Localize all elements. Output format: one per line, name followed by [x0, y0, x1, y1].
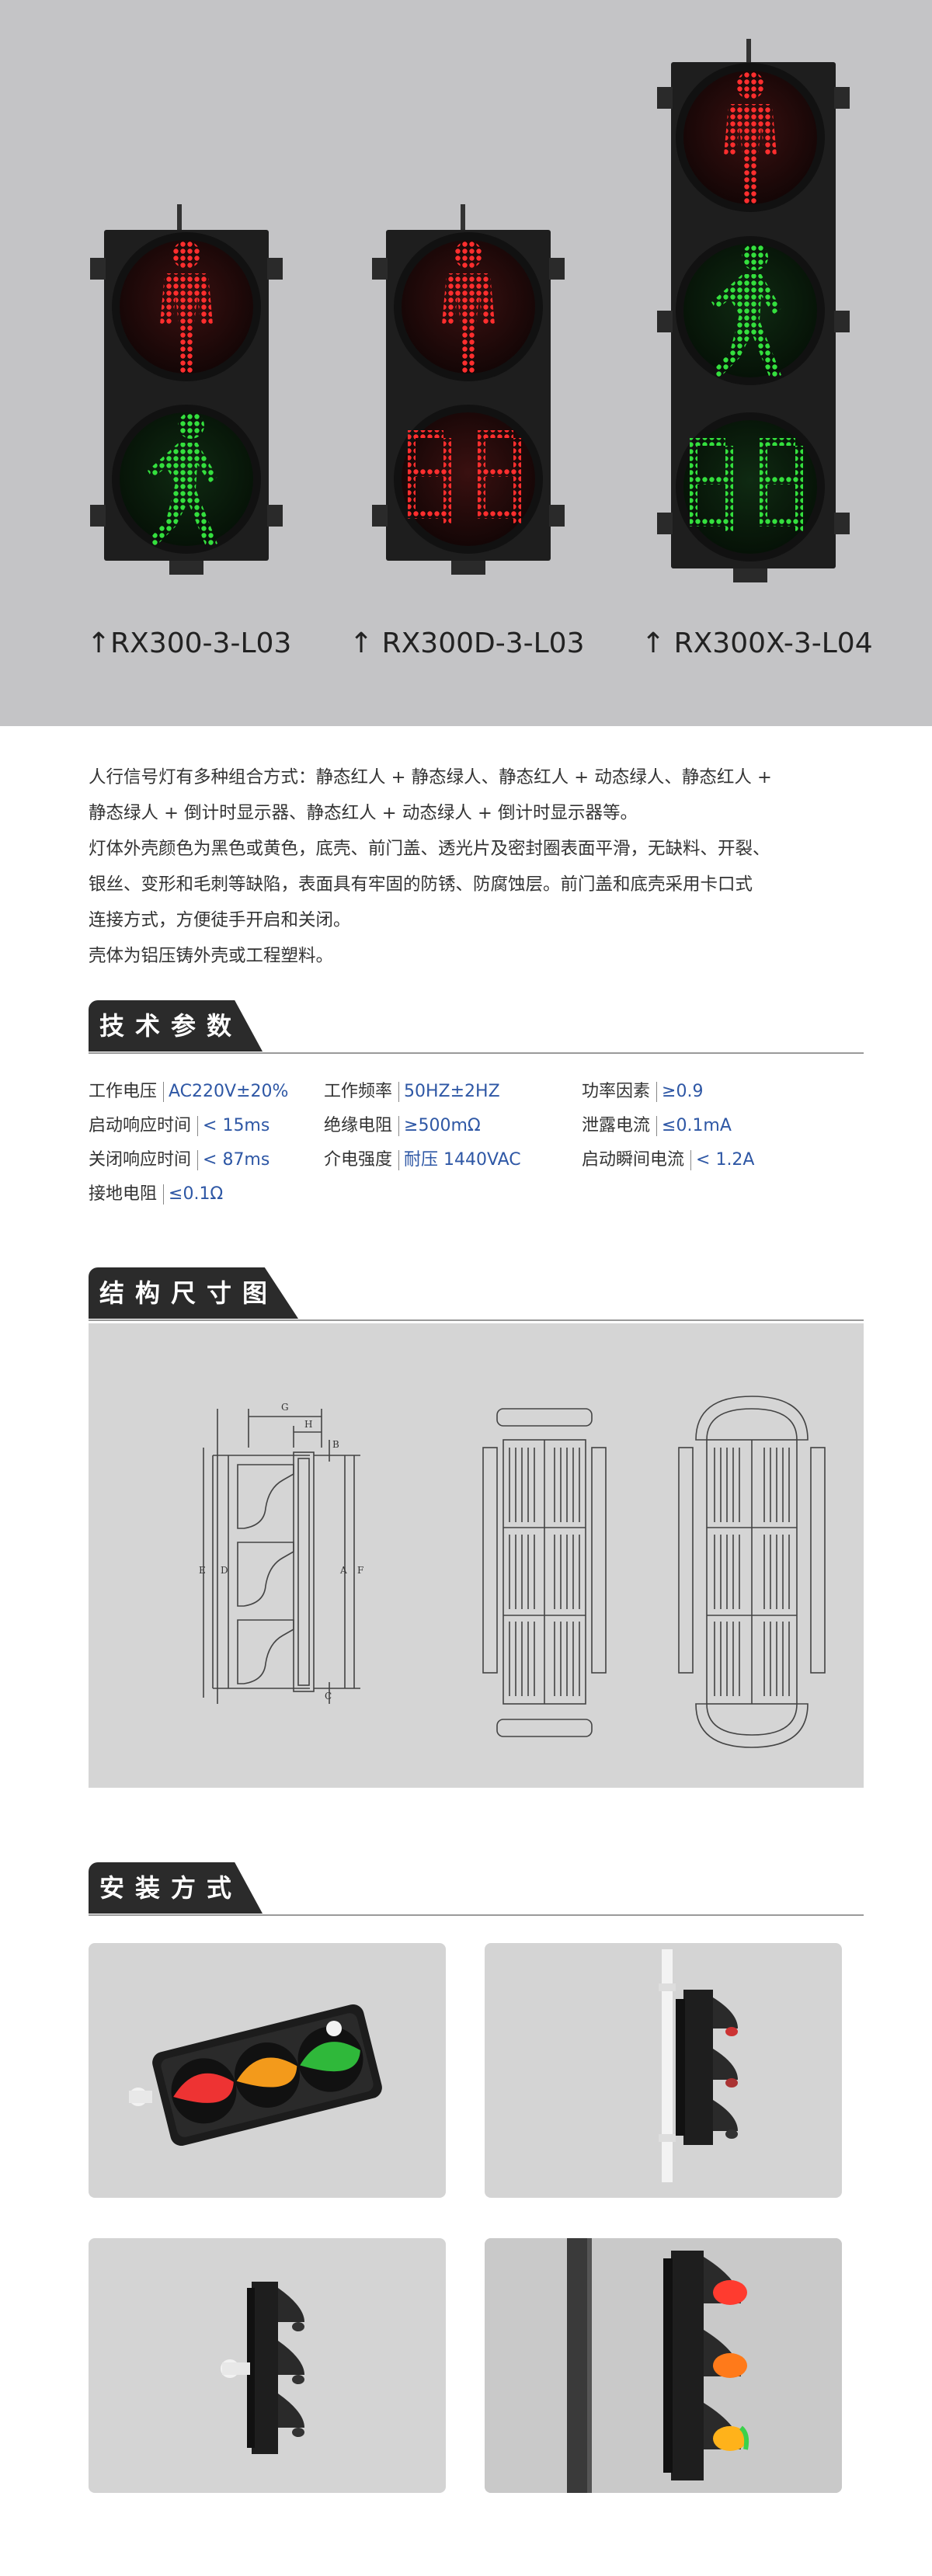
spec-value: < 1.2A: [690, 1150, 754, 1170]
spec-value: ≤0.1Ω: [163, 1184, 223, 1205]
spec-row: 接地电阻≤0.1Ω: [89, 1177, 865, 1212]
dim-label-h: H: [304, 1419, 312, 1430]
product-lights-illustration: [90, 39, 850, 582]
section-structure: 结构尺寸图: [89, 1267, 864, 1322]
product-hero: ↑RX300-3-L03 ↑ RX300D-3-L03 ↑ RX300X-3-L…: [0, 0, 932, 726]
product-caption-1: ↑RX300-3-L03: [87, 627, 292, 659]
spec-label: 绝缘电阻: [324, 1116, 393, 1135]
spec-cell: 关闭响应时间< 87ms: [89, 1143, 324, 1177]
spec-label: 工作电压: [89, 1082, 158, 1101]
section-install: 安装方式: [89, 1862, 864, 1917]
spec-value: AC220V±20%: [163, 1082, 288, 1102]
spec-cell: 介电强度耐压 1440VAC: [324, 1143, 582, 1177]
light-rx300-3-l03: [90, 204, 283, 575]
spec-cell: 工作频率 50HZ±2HZ: [324, 1075, 582, 1109]
spec-value: ≥0.9: [656, 1082, 703, 1102]
description-line: 灯体外壳颜色为黑色或黄色，底壳、前门盖、透光片及密封圈表面平滑，无缺料、开裂、: [89, 839, 770, 859]
spec-cell: 启动瞬间电流< 1.2A: [582, 1143, 861, 1177]
description-line: 壳体为铝压铸外壳或工程塑料。: [89, 946, 334, 966]
spec-value: 耐压 1440VAC: [398, 1150, 521, 1170]
dim-label-c: C: [325, 1691, 332, 1702]
install-photo-bracket: [89, 2238, 446, 2493]
spec-label: 介电强度: [324, 1150, 393, 1170]
light-rx300x-3-l04: [657, 39, 850, 582]
dim-label-g: G: [281, 1402, 289, 1413]
product-caption-2: ↑ RX300D-3-L03: [350, 627, 585, 659]
product-description: 人行信号灯有多种组合方式：静态红人 + 静态绿人、静态红人 + 动态绿人、静态红…: [89, 760, 865, 974]
spec-cell: 泄露电流 ≤0.1mA: [582, 1109, 861, 1143]
spec-cell: 工作电压 AC220V±20%: [89, 1075, 324, 1109]
front-view-2: [678, 1396, 826, 1748]
install-photo-horizontal: [89, 1943, 446, 2198]
description-line: 银丝、变形和毛刺等缺陷，表面具有牢固的防锈、防腐蚀层。前门盖和底壳采用卡口式: [89, 874, 753, 895]
spec-label: 泄露电流: [582, 1116, 651, 1135]
light-rx300d-3-l03: [372, 204, 565, 575]
section-tech-params: 技术参数: [89, 1000, 864, 1055]
spec-value: ≥500mΩ: [398, 1116, 481, 1136]
spec-label: 接地电阻: [89, 1184, 158, 1204]
product-caption-3: ↑ RX300X-3-L04: [642, 627, 873, 659]
dimension-diagram: G H B E D A F C: [89, 1323, 864, 1788]
dim-label-e: E: [199, 1565, 206, 1576]
spec-label: 启动瞬间电流: [582, 1150, 685, 1170]
spec-cell: 功率因素 ≥0.9: [582, 1075, 861, 1109]
spec-row: 工作电压 AC220V±20% 工作频率 50HZ±2HZ 功率因素 ≥0.9: [89, 1075, 865, 1109]
spec-row: 关闭响应时间< 87ms 介电强度耐压 1440VAC 启动瞬间电流< 1.2A: [89, 1143, 865, 1177]
spec-value: < 87ms: [197, 1150, 270, 1170]
spec-value: 50HZ±2HZ: [398, 1082, 500, 1102]
description-line: 连接方式，方便徒手开启和关闭。: [89, 910, 351, 930]
spec-label: 工作频率: [324, 1082, 393, 1101]
section-divider: [89, 1052, 864, 1054]
section-divider: [89, 1914, 864, 1916]
dim-label-a: A: [339, 1565, 347, 1576]
dimension-drawing: G H B E D A F C: [199, 1396, 826, 1748]
section-divider: [89, 1319, 864, 1321]
spec-label: 启动响应时间: [89, 1116, 192, 1135]
section-title: 安装方式: [89, 1862, 263, 1914]
section-title: 技术参数: [89, 1000, 263, 1052]
description-line: 静态绿人 + 倒计时显示器、静态红人 + 动态绿人 + 倒计时显示器等。: [89, 803, 638, 823]
spec-cell: 启动响应时间 < 15ms: [89, 1109, 324, 1143]
front-view-1: [482, 1408, 607, 1737]
section-title: 结构尺寸图: [89, 1267, 299, 1319]
spec-row: 启动响应时间 < 15ms 绝缘电阻 ≥500mΩ 泄露电流 ≤0.1mA: [89, 1109, 865, 1143]
spec-cell: 接地电阻≤0.1Ω: [89, 1177, 324, 1212]
spec-table: 工作电压 AC220V±20% 工作频率 50HZ±2HZ 功率因素 ≥0.9 启动响…: [89, 1075, 865, 1212]
spec-value: ≤0.1mA: [656, 1116, 732, 1136]
dim-label-b: B: [332, 1439, 339, 1450]
dim-label-f: F: [357, 1565, 363, 1576]
spec-cell: 绝缘电阻 ≥500mΩ: [324, 1109, 582, 1143]
description-line: 人行信号灯有多种组合方式：静态红人 + 静态绿人、静态红人 + 动态绿人、静态红…: [89, 767, 772, 787]
install-photo-lit-pole: [485, 2238, 842, 2493]
spec-value: < 15ms: [197, 1116, 270, 1136]
install-photo-pole-side: [485, 1943, 842, 2198]
spec-label: 功率因素: [582, 1082, 651, 1101]
dim-label-d: D: [221, 1565, 228, 1576]
spec-label: 关闭响应时间: [89, 1150, 192, 1170]
